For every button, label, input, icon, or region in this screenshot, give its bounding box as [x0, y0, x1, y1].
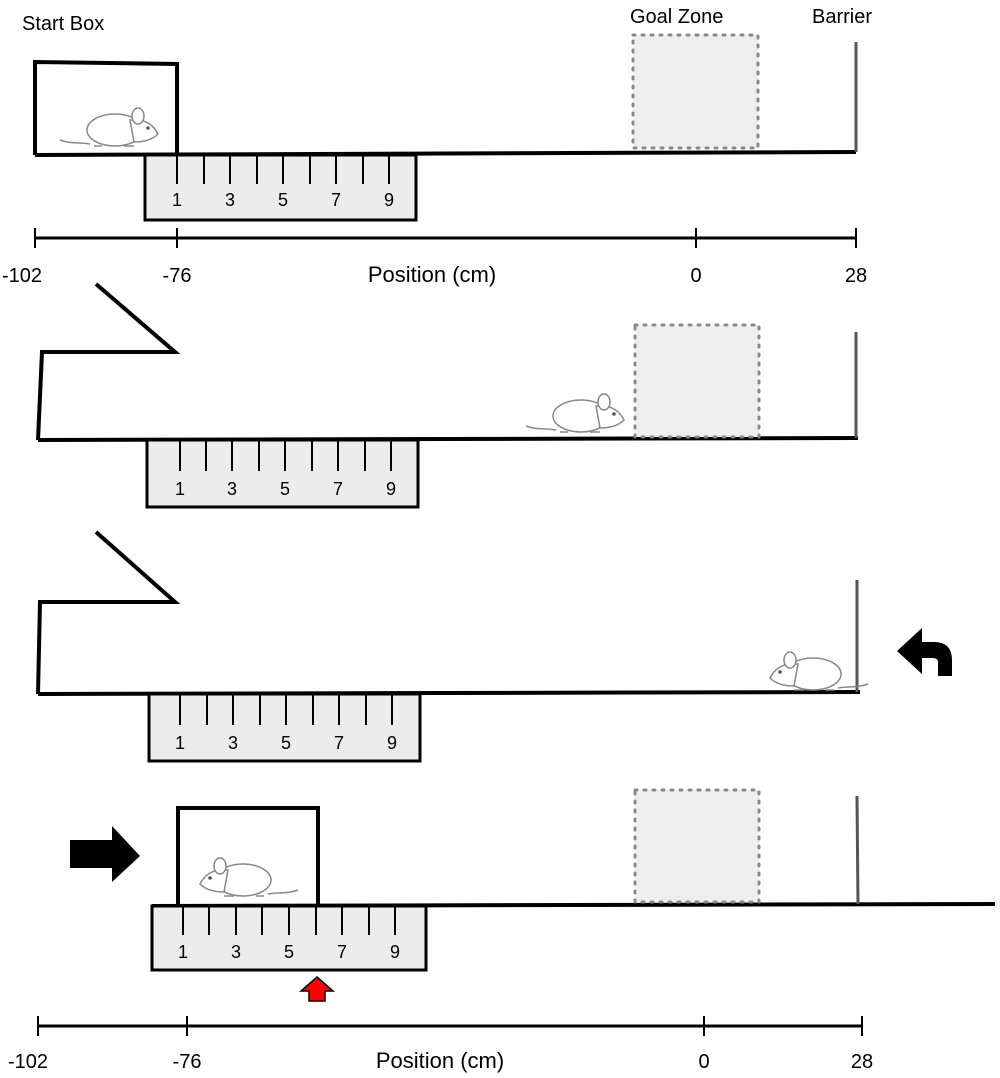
axis-tick-label: 28 [845, 265, 867, 287]
start-box [176, 806, 320, 904]
ruler-number: 1 [178, 942, 188, 962]
axis-tick-label: 0 [698, 1051, 709, 1073]
arrow-right-icon [70, 826, 140, 882]
panel-1: Start Box Goal Zone Barrier 1 3 5 7 9 [2, 6, 872, 287]
panel-3: 1 3 5 7 9 [36, 530, 952, 763]
ruler-number: 1 [175, 733, 185, 753]
ruler-number: 7 [333, 479, 343, 499]
ruler-number: 7 [337, 942, 347, 962]
ruler-number: 5 [281, 733, 291, 753]
ruler-number: 7 [334, 733, 344, 753]
red-up-arrow-icon [299, 976, 335, 1002]
ruler-number: 9 [384, 190, 394, 210]
goal-zone [633, 323, 761, 439]
ruler: 1 3 5 7 9 [150, 904, 428, 972]
axis-title: Position (cm) [376, 1048, 504, 1073]
mouse-icon [59, 107, 159, 147]
mouse-icon [199, 857, 299, 897]
start-box [33, 59, 179, 155]
ruler-number: 3 [227, 479, 237, 499]
ruler-number: 5 [278, 190, 288, 210]
ruler-number: 7 [331, 190, 341, 210]
barrier-wall [855, 795, 860, 905]
mouse-icon [525, 393, 625, 433]
goal-zone [631, 33, 760, 150]
ruler-number: 3 [228, 733, 238, 753]
position-axis: -102 -76 0 28 Position (cm) [8, 1016, 873, 1073]
axis-title: Position (cm) [368, 262, 496, 287]
ruler-number: 5 [280, 479, 290, 499]
barrier-label: Barrier [812, 6, 872, 28]
ruler: 1 3 5 7 9 [145, 438, 420, 509]
axis-tick-label: -102 [2, 265, 42, 287]
axis-tick-label: -76 [173, 1051, 202, 1073]
open-start-box [36, 282, 181, 441]
goal-zone [633, 788, 761, 904]
ruler-number: 9 [390, 942, 400, 962]
goal-zone-label: Goal Zone [630, 6, 723, 28]
ruler: 1 3 5 7 9 [143, 153, 418, 222]
position-axis: -102 -76 0 28 Position (cm) [2, 228, 867, 287]
ruler-number: 1 [172, 190, 182, 210]
curved-arrow-left-icon [897, 628, 952, 676]
open-start-box [36, 530, 181, 695]
panel-4: 1 3 5 7 9 -102 -76 0 28 Position (cm) [8, 788, 996, 1073]
axis-tick-label: 28 [851, 1051, 873, 1073]
ruler-number: 9 [386, 479, 396, 499]
mouse-icon [769, 651, 869, 691]
ruler-number: 3 [231, 942, 241, 962]
ruler-number: 5 [284, 942, 294, 962]
ruler-number: 1 [175, 479, 185, 499]
panel-2: 1 3 5 7 9 [36, 282, 859, 509]
axis-tick-label: -102 [8, 1051, 48, 1073]
start-box-label: Start Box [22, 13, 104, 35]
axis-tick-label: 0 [690, 265, 701, 287]
ruler: 1 3 5 7 9 [147, 692, 422, 763]
ruler-number: 9 [387, 733, 397, 753]
axis-tick-label: -76 [163, 265, 192, 287]
ruler-number: 3 [225, 190, 235, 210]
